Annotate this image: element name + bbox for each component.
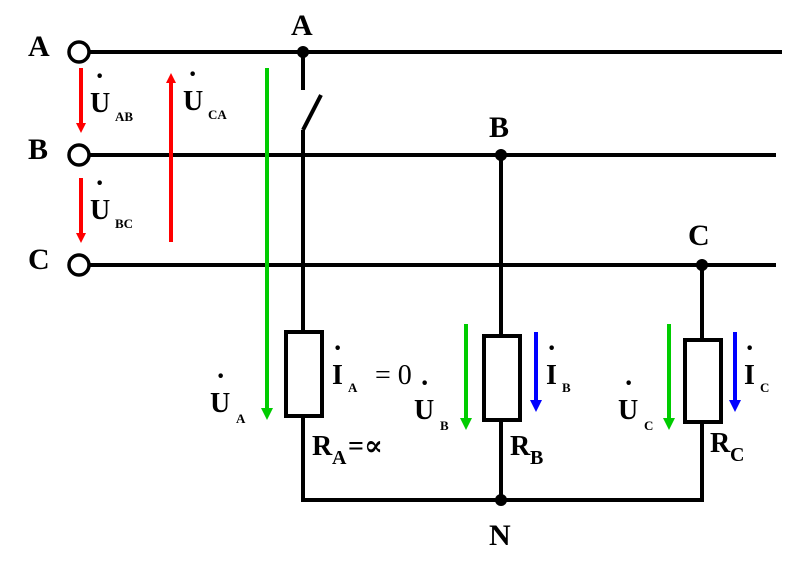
svg-text:C: C (730, 444, 744, 466)
svg-text:A: A (348, 380, 358, 395)
svg-text:U: U (210, 388, 230, 419)
svg-text:I: I (744, 360, 755, 391)
svg-text:·: · (216, 361, 225, 392)
ua-label: · U A (210, 361, 246, 426)
uab-label: · U AB (90, 61, 133, 124)
svg-text:=∝: =∝ (348, 431, 383, 462)
svg-text:R: R (710, 428, 731, 459)
resistor-b (482, 334, 522, 422)
terminals (67, 40, 91, 277)
terminal-a (67, 40, 91, 64)
node-b-dot (495, 149, 507, 161)
node-a-dot (297, 46, 309, 58)
line-b-label: B (28, 133, 48, 166)
svg-text:B: B (440, 418, 449, 433)
svg-text:U: U (183, 86, 203, 117)
svg-text:R: R (510, 431, 531, 462)
svg-text:I: I (546, 360, 557, 391)
branch-b (482, 155, 522, 500)
node-n-label: N (489, 519, 511, 552)
svg-text:U: U (90, 195, 110, 226)
svg-text:·: · (547, 333, 556, 364)
svg-text:·: · (95, 168, 104, 199)
svg-text:U: U (90, 88, 110, 119)
svg-text:B: B (562, 380, 571, 395)
ra-label: R A =∝ (312, 431, 383, 469)
node-a-label: A (291, 9, 313, 42)
svg-text:AB: AB (115, 109, 133, 124)
rc-label: R C (710, 428, 744, 466)
switch-a (301, 94, 323, 131)
resistor-a (284, 330, 324, 418)
ic-label: · I C (744, 333, 769, 395)
node-n-dot (495, 494, 507, 506)
node-c-dot (696, 259, 708, 271)
ub-label: · U B (414, 368, 449, 433)
branch-c (683, 265, 723, 500)
svg-text:R: R (312, 431, 333, 462)
svg-text:·: · (333, 333, 342, 364)
svg-text:= 0: = 0 (375, 360, 412, 391)
svg-text:U: U (414, 395, 434, 426)
svg-text:C: C (644, 418, 653, 433)
terminal-b (67, 143, 91, 167)
terminal-c (67, 253, 91, 277)
line-a-label: A (28, 30, 50, 63)
node-b-label: B (489, 111, 509, 144)
svg-text:B: B (530, 447, 543, 469)
svg-text:·: · (745, 333, 754, 364)
node-c-label: C (688, 219, 710, 252)
svg-text:·: · (624, 368, 633, 399)
ib-label: · I B (546, 333, 571, 395)
svg-text:·: · (95, 61, 104, 92)
svg-text:I: I (332, 360, 343, 391)
svg-text:·: · (420, 368, 429, 399)
svg-text:A: A (332, 447, 347, 469)
uca-label: · U CA (183, 59, 227, 122)
svg-text:U: U (618, 395, 638, 426)
ia-label: · I A = 0 (332, 333, 412, 395)
rb-label: R B (510, 431, 543, 469)
svg-text:·: · (188, 59, 197, 90)
ubc-label: · U BC (90, 168, 133, 231)
phase-voltage-arrows (261, 68, 675, 430)
line-voltage-arrows (76, 68, 176, 243)
current-arrows (530, 332, 741, 412)
svg-text:A: A (236, 411, 246, 426)
svg-text:CA: CA (208, 107, 227, 122)
resistor-c (683, 338, 723, 424)
line-c-label: C (28, 243, 50, 276)
supply-lines (90, 50, 782, 267)
svg-text:C: C (760, 380, 769, 395)
branch-a (284, 52, 324, 500)
uc-label: · U C (618, 368, 653, 433)
svg-text:BC: BC (115, 216, 133, 231)
